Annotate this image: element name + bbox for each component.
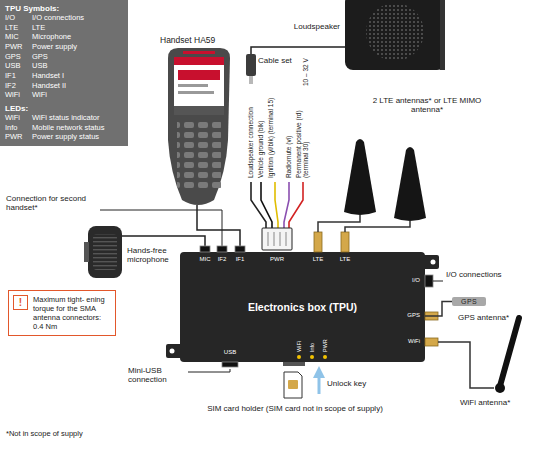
symbol-panel-text: Power supply status [32,133,123,142]
wire-label: Ignition (yl/blk) (terminal 15) [267,92,274,178]
port-label: GPS [396,312,420,319]
note: *Not in scope of supply [6,430,166,439]
sim-card [284,372,302,398]
part-label: I/O connections [446,270,506,279]
symbol-panel: TPU Symbols:I/OI/O connectionsLTELTEMICM… [0,0,128,146]
gps-antenna: GPS [452,297,486,306]
warning-box-text: Maximum tight- ening torque for the SMA … [33,295,111,331]
electronics-box-text: Electronics box (TPU) [248,301,357,313]
leader-line [188,369,230,372]
part-label: GPS antenna* [458,313,530,322]
symbol-panel-text: MIC [5,33,29,42]
port-label: IF2 [212,256,232,263]
wire-label: Permanent positive (rd) (terminal 30) [295,92,310,178]
loudspeaker-cable [246,47,345,84]
symbol-panel-text: I/O [5,14,29,23]
symbol-panel-text: USB [32,62,123,71]
wire-label: Vehicle ground (blk) [257,92,264,178]
symbol-panel-text: WiFi status indicator [32,114,123,123]
port-label: I/O [396,277,420,284]
part-label: Loudspeaker [282,22,340,31]
symbol-panel-text: WiFi [32,91,123,100]
warning-box: ! Maximum tight- ening torque for the SMA… [8,290,116,336]
part-label: Cable set [258,56,298,65]
ports [200,228,438,367]
port-label: USB [220,349,240,356]
led-label: Info [309,328,315,352]
symbol-panel-text: Mobile network status [32,124,123,133]
led-label: WiFi [296,328,302,352]
warning-box-text: ! [13,295,28,310]
gps-antenna-text: GPS [461,298,477,305]
symbol-panel-text: Microphone [32,33,123,42]
led-label: PWR [322,328,328,352]
part-label: Handset HA59 [160,36,240,46]
symbol-panel-text: PWR [5,133,29,142]
port-label: IF1 [230,256,250,263]
symbol-panel-text: Handset I [32,72,123,81]
symbol-panel-text: LEDs: [5,104,123,113]
symbol-panel-text: WiFi [5,91,29,100]
part-label: Unlock key [327,379,387,388]
symbol-panel-text: WiFi [5,114,29,123]
antenna-cable [425,302,452,317]
wire-label: Loudspeaker connection [247,92,254,178]
part-label: WiFi antenna* [460,398,544,407]
handset-cable [197,205,240,246]
symbol-panel-text: Handset II [32,82,123,91]
lte-antennas [318,139,426,232]
electronics-box-body [166,252,439,362]
part-label: SIM card holder (SIM card not in scope o… [205,404,385,413]
symbol-panel-text: USB [5,62,29,71]
port-label: LTE [308,256,328,263]
electronics-box: Electronics box (TPU) [180,252,425,362]
port-label: LTE [335,256,355,263]
part-label: Hands-free microphone [127,246,187,264]
unlock-arrow [318,372,321,394]
symbol-panel-text: LTE [5,24,29,33]
symbol-panel-text: I/O connections [32,14,123,23]
symbol-panel-text: PWR [5,43,29,52]
voltage-label: 10 – 32 V [302,46,309,86]
symbol-panel-text: GPS [5,53,29,62]
cable-set-wires [251,182,303,228]
part-label: 2 LTE antennas* or LTE MIMO antenna* [372,96,482,114]
wifi-antenna [438,318,519,393]
leader-line [433,281,443,282]
part-label: Mini-USB connection [128,366,186,384]
symbol-panel-text: Info [5,124,29,133]
port-label: MIC [195,256,215,263]
loudspeaker [345,0,445,70]
port-label: WiFi [396,338,420,345]
port-label: PWR [265,256,289,263]
symbol-panel-text: GPS [32,53,123,62]
part-label: Connection for second handset* [6,194,98,212]
symbol-panel-text: IF2 [5,82,29,91]
symbol-panel-text: IF1 [5,72,29,81]
symbol-panel-text: TPU Symbols: [5,4,123,13]
wire-label: Radiomute (vi) [285,92,292,178]
symbol-panel-text: Power supply [32,43,123,52]
symbol-panel-text: LTE [32,24,123,33]
handset [168,48,230,205]
